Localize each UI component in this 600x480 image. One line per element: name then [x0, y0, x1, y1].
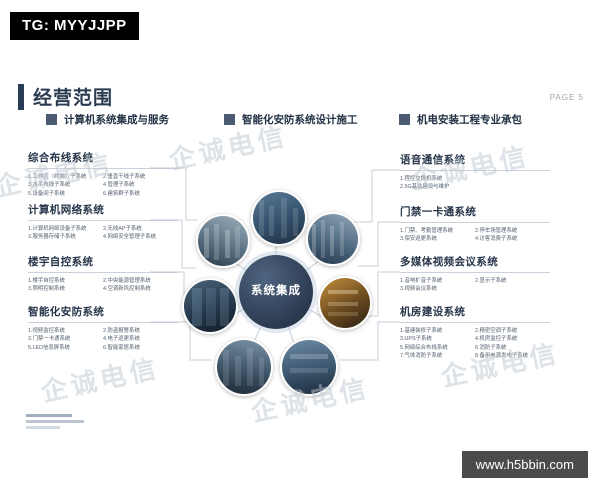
section-item: 3.服务器存储子系统 [28, 234, 76, 241]
photo-node [182, 278, 238, 334]
section-items: 1.基建装修子系统 2.精密空调子系统 3.UPS子系统 4.机房监控子系统 5… [400, 327, 550, 361]
section-items: 1.门禁、考勤管理系统 2.停车场管理系统 3.保安巡更系统 4.访客消费子系统 [400, 227, 550, 244]
photo-node [215, 338, 273, 396]
section-items: 1.音响扩音子系统 2.显示子系统 3.视频会议系统 [400, 277, 550, 294]
decorative-bar [26, 426, 60, 429]
section-item: 3.门禁一卡通系统 [28, 336, 71, 343]
chip-label: 计算机系统集成与服务 [64, 114, 169, 126]
section-item: 5.LED信息屏系统 [28, 344, 70, 351]
section-item: 6.智能家居系统 [103, 344, 140, 351]
decorative-bars [26, 414, 86, 432]
section-block: 计算机网络系统 1.计算机网络设备子系统 2.无线AP子系统 3.服务器存储子系… [28, 202, 178, 242]
square-bullet-icon [224, 114, 235, 125]
section-title: 智能化安防系统 [28, 304, 178, 323]
section-title: 门禁一卡通系统 [400, 204, 550, 223]
section-title: 计算机网络系统 [28, 202, 178, 221]
photo-node [251, 190, 307, 246]
photo-node [318, 276, 372, 330]
section-item: 1.工作区（终端）子系统 [28, 174, 87, 180]
section-block: 智能化安防系统 1.视频监控系统 2.防盗报警系统 3.门禁一卡通系统 4.电子… [28, 304, 178, 352]
chip-item: 机电安装工程专业承包 [399, 112, 522, 127]
section-item: 1.楼宇自控系统 [28, 278, 65, 284]
section-item: 2.防盗报警系统 [103, 328, 140, 334]
section-title: 机房建设系统 [400, 304, 550, 323]
section-title: 多媒体视频会议系统 [400, 254, 550, 273]
section-item: 1.视频监控系统 [28, 328, 65, 334]
section-item: 2.垂直干线子系统 [103, 174, 146, 180]
site-url-badge: www.h5bbin.com [461, 451, 588, 478]
section-item: 2.无线AP子系统 [103, 226, 142, 232]
decorative-bar [26, 420, 84, 423]
decorative-bar [26, 414, 72, 417]
section-item: 3.视频会议系统 [400, 286, 437, 293]
section-item: 2.中央能源管理系统 [103, 278, 151, 284]
page-number: PAGE 5 [549, 93, 584, 102]
section-item: 7.气体消防子系统 [400, 353, 443, 360]
tg-tag: TG: MYYJJPP [10, 12, 139, 40]
section-items: 1.楼宇自控系统 2.中央能源管理系统 3.照明控制系统 4.空调新风控制系统 [28, 277, 178, 294]
title-text: 经营范围 [33, 88, 114, 109]
section-item: 2.停车场管理系统 [475, 228, 518, 234]
title-accent-bar [18, 83, 24, 110]
section-item: 1.程控交换机系统 [400, 176, 443, 182]
section-item: 2.精密空调子系统 [475, 328, 518, 334]
chip-item: 计算机系统集成与服务 [46, 112, 224, 127]
section-item: 2.5G基站建设与维护 [400, 184, 450, 191]
section-title: 楼宇自控系统 [28, 254, 178, 273]
section-item: 4.机房监控子系统 [475, 336, 518, 343]
chip-label: 机电安装工程专业承包 [417, 114, 522, 126]
photo-node [280, 338, 338, 396]
section-item: 5.设备间子系统 [28, 190, 65, 197]
section-item: 1.计算机网络设备子系统 [28, 226, 87, 232]
section-block: 机房建设系统 1.基建装修子系统 2.精密空调子系统 3.UPS子系统 4.机房… [400, 304, 550, 361]
square-bullet-icon [399, 114, 410, 125]
section-item: 2.显示子系统 [475, 278, 507, 284]
section-item: 4.电子巡更系统 [103, 336, 140, 343]
section-item: 3.照明控制系统 [28, 286, 65, 293]
section-item: 3.水平布线子系统 [28, 182, 71, 189]
hub-label: 系统集成 [251, 285, 301, 298]
section-item: 6.建筑群子系统 [103, 190, 140, 197]
page-title: 经营范围 [18, 83, 113, 110]
chip-item: 智能化安防系统设计施工 [224, 112, 399, 127]
section-items: 1.视频监控系统 2.防盗报警系统 3.门禁一卡通系统 4.电子巡更系统 5.L… [28, 327, 178, 352]
center-hub: 系统集成 [239, 255, 313, 329]
section-block: 综合布线系统 1.工作区（终端）子系统 2.垂直干线子系统 3.水平布线子系统 … [28, 150, 178, 198]
section-items: 1.计算机网络设备子系统 2.无线AP子系统 3.服务器存储子系统 4.网络安全… [28, 225, 178, 242]
section-block: 语音通信系统 1.程控交换机系统 2.5G基站建设与维护 [400, 152, 550, 192]
section-item: 4.访客消费子系统 [475, 236, 518, 243]
chip-label: 智能化安防系统设计施工 [242, 114, 358, 126]
section-item: 4.管理子系统 [103, 182, 135, 189]
section-item: 5.网络综合布线系统 [400, 344, 448, 351]
section-item: 4.网络安全管理子系统 [103, 234, 157, 241]
square-bullet-icon [46, 114, 57, 125]
photo-node [306, 212, 360, 266]
section-block: 楼宇自控系统 1.楼宇自控系统 2.中央能源管理系统 3.照明控制系统 4.空调… [28, 254, 178, 294]
section-item: 8.备用电源发电子系统 [475, 353, 529, 360]
section-item: 6.消防子系统 [475, 344, 507, 351]
section-block: 多媒体视频会议系统 1.音响扩音子系统 2.显示子系统 3.视频会议系统 [400, 254, 550, 294]
section-item: 1.基建装修子系统 [400, 328, 443, 334]
photo-node [196, 214, 250, 268]
header-chips: 计算机系统集成与服务 智能化安防系统设计施工 机电安装工程专业承包 [46, 112, 576, 127]
section-item: 4.空调新风控制系统 [103, 286, 151, 293]
section-title: 语音通信系统 [400, 152, 550, 171]
section-title: 综合布线系统 [28, 150, 178, 169]
slide-canvas: 经营范围 PAGE 5 计算机系统集成与服务 智能化安防系统设计施工 机电安装工… [0, 60, 600, 450]
section-block: 门禁一卡通系统 1.门禁、考勤管理系统 2.停车场管理系统 3.保安巡更系统 4… [400, 204, 550, 244]
section-item: 1.音响扩音子系统 [400, 278, 443, 284]
section-item: 3.UPS子系统 [400, 336, 432, 343]
section-items: 1.程控交换机系统 2.5G基站建设与维护 [400, 175, 550, 192]
section-items: 1.工作区（终端）子系统 2.垂直干线子系统 3.水平布线子系统 4.管理子系统… [28, 173, 178, 198]
section-item: 3.保安巡更系统 [400, 236, 437, 243]
section-item: 1.门禁、考勤管理系统 [400, 228, 454, 234]
